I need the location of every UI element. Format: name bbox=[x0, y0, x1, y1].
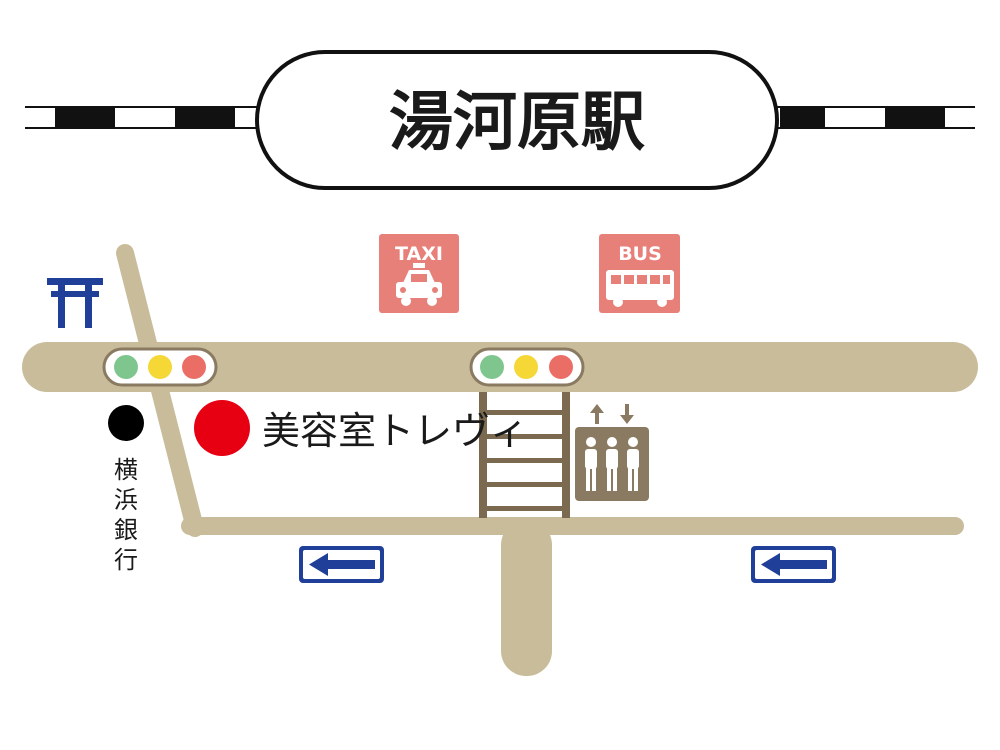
traffic-light-icon bbox=[102, 347, 218, 387]
bus-icon bbox=[606, 270, 674, 307]
light-yellow bbox=[514, 355, 538, 379]
light-red bbox=[549, 355, 573, 379]
station-name: 湯河原駅 bbox=[389, 86, 645, 160]
diagonal-road bbox=[116, 244, 204, 537]
crosswalk-icon bbox=[479, 392, 570, 518]
bank-char-1: 横 bbox=[114, 456, 138, 484]
bus-label: BUS bbox=[618, 243, 662, 265]
taxi-label: TAXI bbox=[395, 243, 443, 265]
roads bbox=[22, 244, 978, 676]
station-box: 湯河原駅 bbox=[255, 50, 779, 190]
bank-label: 横 浜 銀 行 bbox=[114, 456, 138, 574]
traffic-light-icon bbox=[469, 347, 585, 387]
light-green bbox=[114, 355, 138, 379]
light-yellow bbox=[148, 355, 172, 379]
one-way-arrow-icon bbox=[751, 546, 836, 583]
bank-marker bbox=[108, 405, 144, 441]
taxi-sign: TAXI bbox=[379, 234, 459, 313]
light-green bbox=[480, 355, 504, 379]
bank-char-3: 銀 bbox=[114, 516, 138, 544]
bus-sign: BUS bbox=[599, 234, 680, 313]
bank-char-4: 行 bbox=[114, 546, 138, 574]
shop-name: 美容室トレヴィ bbox=[262, 409, 528, 453]
torii-gate-icon bbox=[47, 278, 103, 328]
south-road bbox=[501, 520, 552, 676]
bank-char-2: 浜 bbox=[114, 486, 138, 514]
light-red bbox=[182, 355, 206, 379]
shop-marker bbox=[194, 400, 250, 456]
elevator-icon bbox=[575, 404, 649, 501]
one-way-arrow-icon bbox=[299, 546, 384, 583]
